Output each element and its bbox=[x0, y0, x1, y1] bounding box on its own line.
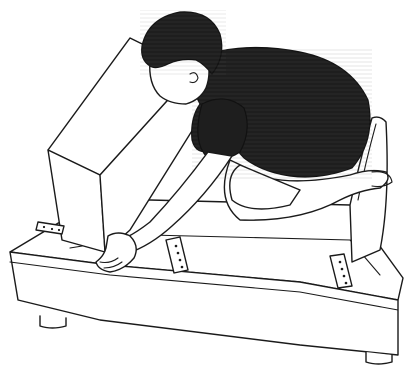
person-hair-texture bbox=[140, 10, 226, 76]
person-sleeve bbox=[198, 99, 247, 159]
sofa-foot-left bbox=[40, 316, 66, 328]
